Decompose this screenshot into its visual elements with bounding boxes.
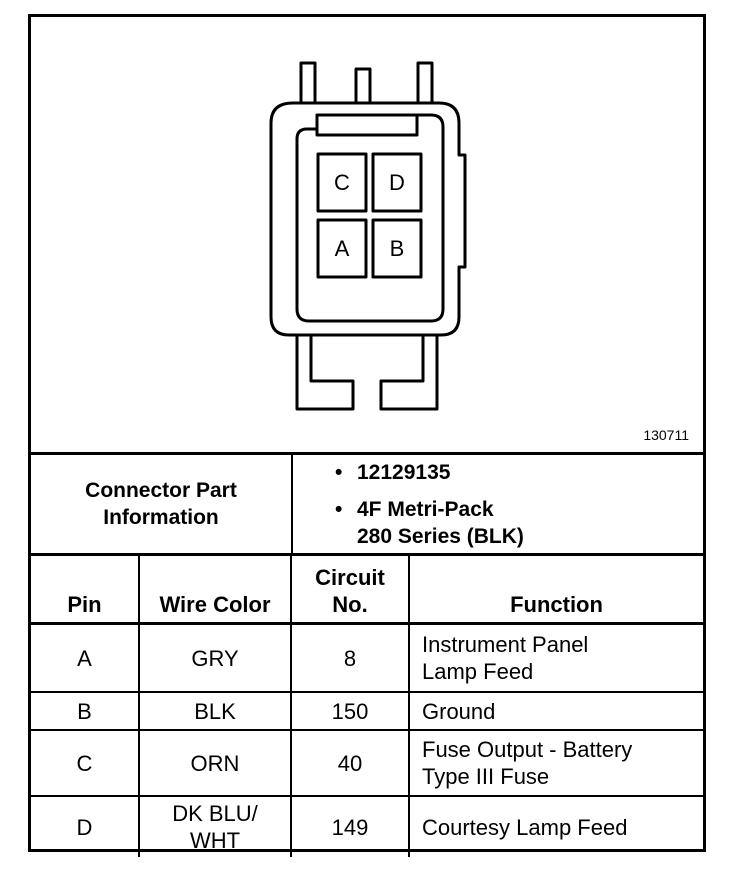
- connector-cavity: [295, 113, 445, 323]
- table-row: A GRY 8 Instrument Panel Lamp Feed: [31, 622, 703, 693]
- header-circuit: Circuit No.: [290, 553, 410, 625]
- connector-face-svg: C D A B: [269, 61, 467, 411]
- cell-wire-color: GRY: [138, 622, 292, 693]
- pin-label-b: B: [390, 236, 405, 261]
- connector-housing: [269, 101, 467, 337]
- cell-circuit: 8: [290, 622, 410, 693]
- pin-cavity-c: [316, 152, 368, 213]
- info-list: 12129135 4F Metri-Pack 280 Series (BLK): [293, 455, 703, 553]
- description-line2: 280 Series (BLK): [357, 525, 524, 548]
- info-label-line2: Information: [103, 506, 219, 529]
- top-terminal-left: [299, 61, 317, 105]
- pin-cavity-d: [371, 152, 423, 213]
- cell-function: Fuse Output - Battery Type III Fuse: [408, 729, 703, 797]
- cell-wire-color: DK BLU/ WHT: [138, 795, 292, 857]
- cell-pin: D: [31, 795, 140, 857]
- header-pin: Pin: [31, 553, 140, 625]
- cell-circuit: 40: [290, 729, 410, 797]
- connector-part-information: Connector Part Information 12129135 4F M…: [31, 455, 703, 556]
- info-label: Connector Part Information: [31, 455, 293, 553]
- header-function: Function: [408, 553, 703, 625]
- connector-description: 4F Metri-Pack 280 Series (BLK): [293, 496, 703, 550]
- pin-cavity-b: [371, 218, 423, 279]
- cell-function: Courtesy Lamp Feed: [408, 795, 703, 857]
- cell-function: Instrument Panel Lamp Feed: [408, 622, 703, 693]
- cell-circuit: 149: [290, 795, 410, 857]
- table-row: C ORN 40 Fuse Output - Battery Type III …: [31, 729, 703, 797]
- table-row: B BLK 150 Ground: [31, 691, 703, 731]
- part-number: 12129135: [293, 459, 703, 486]
- cell-circuit: 150: [290, 691, 410, 731]
- figure-number: 130711: [643, 427, 689, 443]
- table-row: D DK BLU/ WHT 149 Courtesy Lamp Feed: [31, 795, 703, 857]
- header-wire-color: Wire Color: [138, 553, 292, 625]
- cell-function: Ground: [408, 691, 703, 731]
- diagram-frame: C D A B 130711 Connector Part Informatio…: [28, 14, 706, 857]
- table-header-row: Pin Wire Color Circuit No. Function: [31, 553, 703, 625]
- pinout-table: Pin Wire Color Circuit No. Function A GR…: [31, 553, 703, 857]
- pin-cavity-a: [316, 218, 368, 279]
- top-terminal-center: [354, 67, 372, 105]
- cell-pin: C: [31, 729, 140, 797]
- header-circuit-line2: No.: [332, 592, 368, 617]
- header-circuit-line1: Circuit: [315, 565, 385, 590]
- top-terminal-right: [416, 61, 434, 105]
- lock-tab-left: [295, 335, 355, 411]
- connector-latch: [315, 115, 419, 137]
- cell-pin: B: [31, 691, 140, 731]
- info-label-line1: Connector Part: [85, 479, 237, 502]
- cell-wire-color: BLK: [138, 691, 292, 731]
- pin-label-c: C: [334, 170, 350, 195]
- pin-label-d: D: [389, 170, 405, 195]
- description-line1: 4F Metri-Pack: [357, 498, 494, 521]
- cell-pin: A: [31, 622, 140, 693]
- connector-drawing: C D A B 130711: [31, 17, 703, 455]
- pin-label-a: A: [335, 236, 350, 261]
- lock-tab-right: [379, 335, 439, 411]
- cell-wire-color: ORN: [138, 729, 292, 797]
